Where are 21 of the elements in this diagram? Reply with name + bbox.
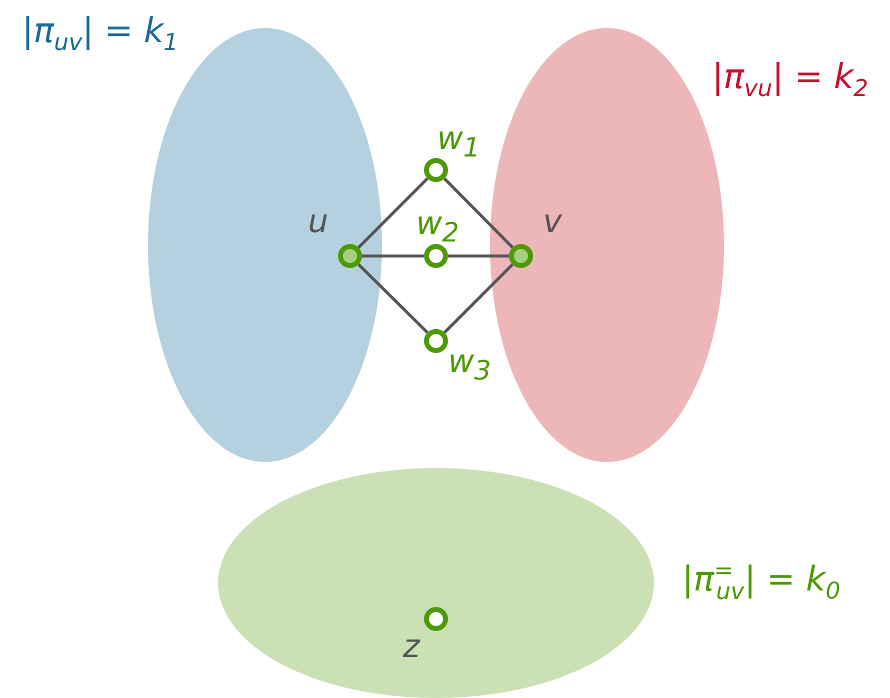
graph-edge [357, 177, 429, 249]
vertex-circle [424, 329, 448, 353]
vertex-circle [338, 244, 362, 268]
path-count-formula: |π$_{vu}$| = k$_{2}$ [712, 60, 868, 101]
path-count-formula: |π$^{=}$$_{uv}$| = k$_{0}$ [682, 560, 840, 604]
vertex-label: w$_{1}$ [437, 122, 480, 162]
vertex-label: u [308, 205, 328, 237]
vertex-circle [424, 607, 448, 631]
graph-edge [443, 177, 514, 249]
vertex-label: v [543, 205, 562, 237]
vertex-label: w$_{2}$ [416, 207, 460, 248]
graph-edge [357, 263, 429, 334]
vertex-circle [424, 244, 448, 268]
vertex-circle [424, 158, 448, 182]
graph-edge [448, 254, 509, 258]
path-count-formula: |π$_{uv}$| = k$_{1}$ [22, 14, 178, 55]
vertex-label: w$_{3}$ [448, 345, 492, 386]
vertex-circle [509, 244, 533, 268]
graph-edge [362, 254, 424, 258]
graph-edge [443, 263, 514, 334]
vertex-label: z [403, 630, 420, 662]
